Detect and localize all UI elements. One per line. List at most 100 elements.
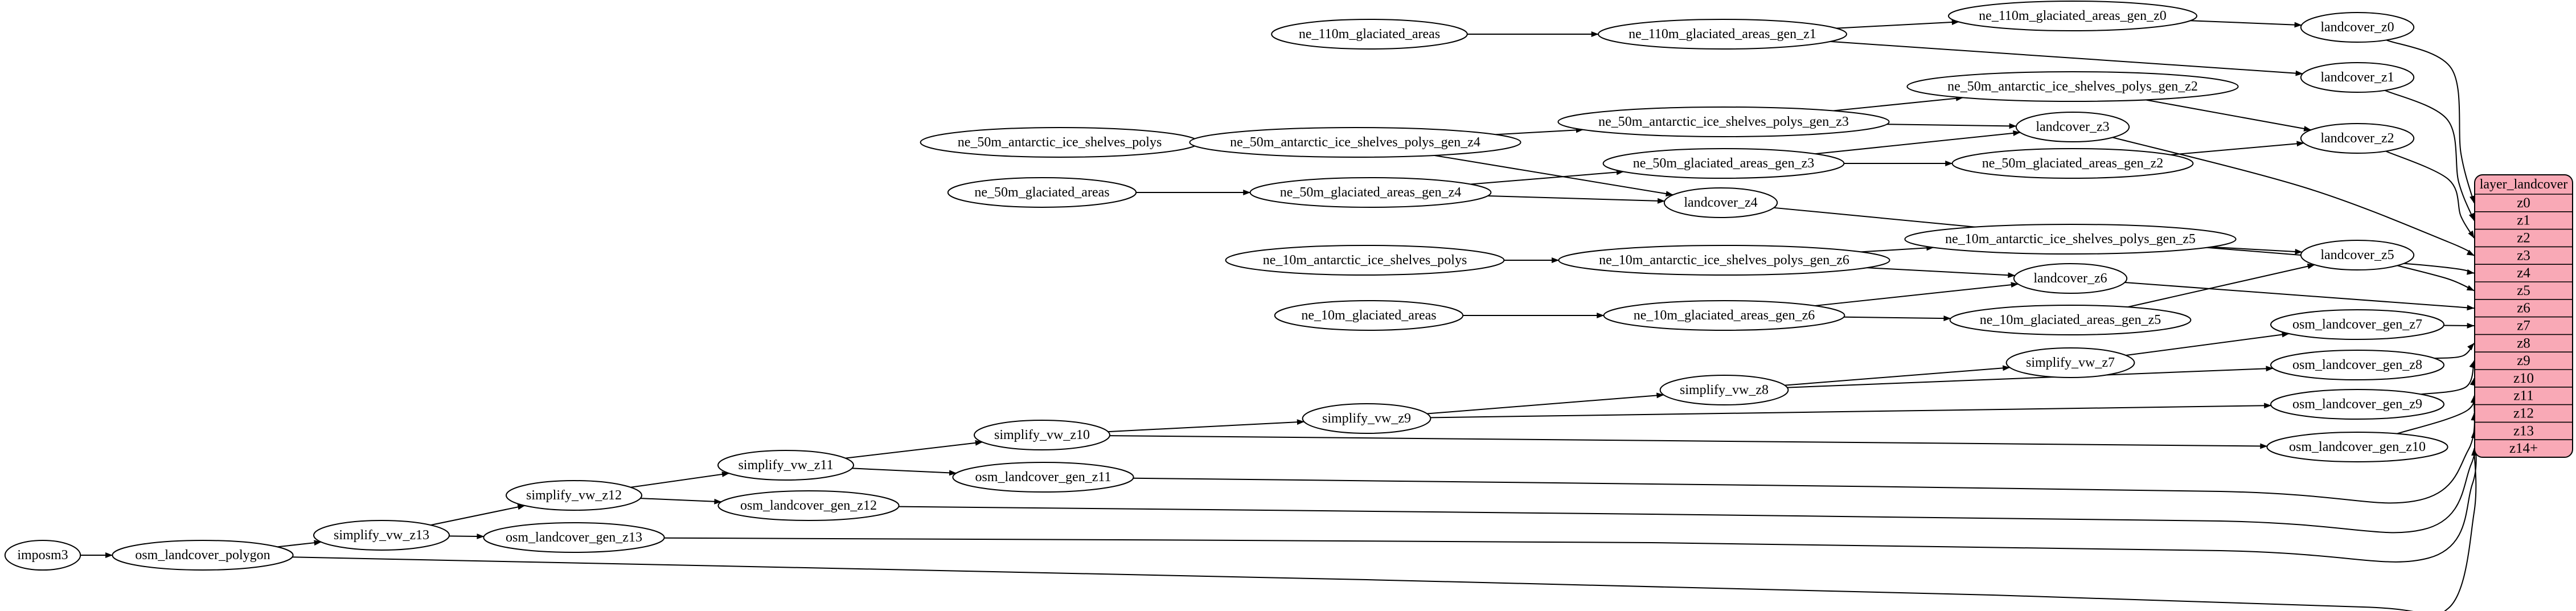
table-row-z3: z3 <box>2517 248 2530 263</box>
node-label-ne_110m_glaciated_areas_gen_z0: ne_110m_glaciated_areas_gen_z0 <box>1979 9 2167 23</box>
node-label-landcover_z1: landcover_z1 <box>2320 70 2394 85</box>
edge-ne_10m_antarctic_ice_shelves_polys_gen_z5-to-landcover_z5 <box>2210 246 2303 255</box>
node-simplify_vw_z7: simplify_vw_z7 <box>2005 347 2135 378</box>
node-ne_50m_glaciated_areas_gen_z3: ne_50m_glaciated_areas_gen_z3 <box>1602 148 1845 179</box>
node-landcover_z5: landcover_z5 <box>2300 240 2415 270</box>
table-row-z0: z0 <box>2517 195 2530 211</box>
edge-ne_50m_glaciated_areas_gen_z3-to-landcover_z3 <box>1815 130 2021 155</box>
node-label-simplify_vw_z12: simplify_vw_z12 <box>526 488 622 503</box>
node-label-landcover_z3: landcover_z3 <box>2036 120 2109 134</box>
node-simplify_vw_z9: simplify_vw_z9 <box>1302 403 1431 434</box>
node-label-simplify_vw_z8: simplify_vw_z8 <box>1680 383 1769 397</box>
edge-simplify_vw_z12-to-osm_landcover_gen_z12 <box>640 498 722 505</box>
node-ellipse-osm_landcover_gen_z10 <box>2266 432 2448 462</box>
edge-osm_landcover_gen_z9-to-layer_landcover:z9 <box>2421 360 2475 395</box>
node-ellipse-landcover_z1 <box>2300 62 2415 93</box>
node-ellipse-simplify_vw_z7 <box>2005 347 2135 378</box>
edge-ne_50m_antarctic_ice_shelves_polys_gen_z3-to-ne_50m_antarctic_ice_shelves_polys_gen_z2 <box>1833 95 1964 112</box>
node-ellipse-ne_50m_glaciated_areas_gen_z3 <box>1602 148 1845 179</box>
table-row-z4: z4 <box>2517 265 2530 281</box>
edge-ne_50m_antarctic_ice_shelves_polys_gen_z4-to-landcover_z4 <box>1434 154 1673 197</box>
node-label-ne_10m_antarctic_ice_shelves_polys_gen_z6: ne_10m_antarctic_ice_shelves_polys_gen_z… <box>1599 253 1849 268</box>
edge-ne_10m_glaciated_areas_gen_z6-to-ne_10m_glaciated_areas_gen_z5 <box>1844 315 1951 322</box>
node-ne_50m_antarctic_ice_shelves_polys_gen_z3: ne_50m_antarctic_ice_shelves_polys_gen_z… <box>1557 106 1890 137</box>
node-osm_landcover_gen_z7: osm_landcover_gen_z7 <box>2270 309 2444 340</box>
node-ellipse-osm_landcover_gen_z9 <box>2270 389 2444 420</box>
edge-ne_50m_glaciated_areas_gen_z2-to-landcover_z2 <box>2170 141 2304 155</box>
node-ne_50m_antarctic_ice_shelves_polys: ne_50m_antarctic_ice_shelves_polys <box>920 127 1200 158</box>
edge-landcover_z0-to-layer_landcover:z0 <box>2386 39 2475 204</box>
table-row-z5: z5 <box>2517 283 2530 298</box>
node-ellipse-ne_10m_glaciated_areas_gen_z5 <box>1949 305 2192 335</box>
node-simplify_vw_z10: simplify_vw_z10 <box>974 420 1110 450</box>
node-ne_50m_antarctic_ice_shelves_polys_gen_z4: ne_50m_antarctic_ice_shelves_polys_gen_z… <box>1189 127 1521 158</box>
node-label-ne_10m_antarctic_ice_shelves_polys: ne_10m_antarctic_ice_shelves_polys <box>1263 253 1467 268</box>
node-label-simplify_vw_z9: simplify_vw_z9 <box>1322 411 1411 426</box>
node-ne_50m_glaciated_areas_gen_z2: ne_50m_glaciated_areas_gen_z2 <box>1951 148 2194 179</box>
edge-ne_10m_antarctic_ice_shelves_polys_gen_z6-to-ne_10m_antarctic_ice_shelves_polys_gen_z5 <box>1861 245 1934 253</box>
node-ellipse-simplify_vw_z10 <box>974 420 1110 450</box>
node-label-osm_landcover_gen_z13: osm_landcover_gen_z13 <box>506 530 642 545</box>
edge-osm_landcover_gen_z13-to-layer_landcover:z13 <box>664 430 2477 563</box>
node-ellipse-simplify_vw_z13 <box>313 520 450 551</box>
table-row-z11: z11 <box>2513 388 2533 404</box>
edge-ne_110m_glaciated_areas_gen_z1-to-ne_110m_glaciated_areas_gen_z0 <box>1836 19 1959 29</box>
table-title: layer_landcover <box>2480 177 2568 192</box>
node-ne_10m_glaciated_areas: ne_10m_glaciated_areas <box>1274 300 1464 331</box>
edge-ne_50m_antarctic_ice_shelves_polys_gen_z4-to-ne_50m_antarctic_ice_shelves_polys_gen_z3 <box>1495 127 1584 136</box>
node-ne_10m_glaciated_areas_gen_z6: ne_10m_glaciated_areas_gen_z6 <box>1603 300 1845 331</box>
edge-landcover_z1-to-layer_landcover:z1 <box>2385 89 2475 221</box>
node-osm_landcover_gen_z8: osm_landcover_gen_z8 <box>2270 350 2444 380</box>
node-ne_50m_glaciated_areas: ne_50m_glaciated_areas <box>947 177 1137 208</box>
node-label-simplify_vw_z11: simplify_vw_z11 <box>738 458 833 473</box>
table-row-z12: z12 <box>2513 406 2534 421</box>
node-ne_110m_glaciated_areas: ne_110m_glaciated_areas <box>1271 19 1468 50</box>
node-label-simplify_vw_z13: simplify_vw_z13 <box>334 528 429 543</box>
node-ellipse-ne_50m_glaciated_areas_gen_z2 <box>1951 148 2194 179</box>
node-label-osm_landcover_gen_z7: osm_landcover_gen_z7 <box>2292 317 2422 332</box>
node-label-ne_110m_glaciated_areas: ne_110m_glaciated_areas <box>1299 27 1440 42</box>
node-label-ne_50m_glaciated_areas_gen_z4: ne_50m_glaciated_areas_gen_z4 <box>1280 185 1462 200</box>
node-landcover_z3: landcover_z3 <box>2015 112 2130 142</box>
edge-ne_50m_antarctic_ice_shelves_polys_gen_z2-to-landcover_z2 <box>2146 99 2312 132</box>
node-ellipse-ne_50m_antarctic_ice_shelves_polys_gen_z2 <box>1906 71 2239 102</box>
node-ellipse-osm_landcover_gen_z8 <box>2270 350 2444 380</box>
table-row-z1: z1 <box>2517 213 2530 228</box>
table-row-z6: z6 <box>2517 301 2530 316</box>
node-label-ne_10m_glaciated_areas_gen_z5: ne_10m_glaciated_areas_gen_z5 <box>1980 313 2161 327</box>
node-ellipse-ne_50m_glaciated_areas_gen_z4 <box>1249 177 1492 208</box>
node-ellipse-osm_landcover_gen_z12 <box>717 490 900 521</box>
node-ne_10m_antarctic_ice_shelves_polys_gen_z5: ne_10m_antarctic_ice_shelves_polys_gen_z… <box>1904 224 2237 255</box>
node-ellipse-simplify_vw_z12 <box>506 480 642 511</box>
edge-ne_110m_glaciated_areas_gen_z1-to-landcover_z1 <box>1830 40 2303 76</box>
node-ellipse-osm_landcover_gen_z7 <box>2270 309 2444 340</box>
edge-simplify_vw_z8-to-simplify_vw_z7 <box>1785 365 2011 386</box>
node-ellipse-ne_50m_antarctic_ice_shelves_polys_gen_z3 <box>1557 106 1890 137</box>
node-landcover_z0: landcover_z0 <box>2300 12 2415 43</box>
node-ellipse-landcover_z5 <box>2300 240 2415 270</box>
node-ellipse-ne_10m_glaciated_areas <box>1274 300 1464 331</box>
table-row-z10: z10 <box>2513 371 2534 386</box>
node-ne_110m_glaciated_areas_gen_z1: ne_110m_glaciated_areas_gen_z1 <box>1598 19 1847 50</box>
layer-landcover-table: layer_landcoverz0z1z2z3z4z5z6z7z8z9z10z1… <box>2474 174 2573 458</box>
edge-simplify_vw_z7-to-osm_landcover_gen_z7 <box>2126 331 2290 356</box>
table-row-z14+: z14+ <box>2509 441 2538 456</box>
node-imposm3: imposm3 <box>4 540 81 571</box>
node-osm_landcover_gen_z13: osm_landcover_gen_z13 <box>483 522 665 553</box>
node-landcover_z2: landcover_z2 <box>2300 123 2415 154</box>
node-ellipse-ne_10m_antarctic_ice_shelves_polys_gen_z6 <box>1558 245 1890 276</box>
node-label-ne_50m_glaciated_areas_gen_z2: ne_50m_glaciated_areas_gen_z2 <box>1982 156 2164 171</box>
edge-osm_landcover_gen_z8-to-layer_landcover:z8 <box>2434 343 2475 359</box>
node-landcover_z6: landcover_z6 <box>2013 263 2128 294</box>
node-ellipse-ne_10m_antarctic_ice_shelves_polys_gen_z5 <box>1904 224 2237 255</box>
edge-osm_landcover_gen_z7-to-layer_landcover:z7 <box>2443 322 2475 329</box>
node-label-ne_50m_antarctic_ice_shelves_polys_gen_z4: ne_50m_antarctic_ice_shelves_polys_gen_z… <box>1230 135 1480 150</box>
node-ellipse-ne_110m_glaciated_areas_gen_z1 <box>1598 19 1847 50</box>
node-ne_10m_glaciated_areas_gen_z5: ne_10m_glaciated_areas_gen_z5 <box>1949 305 2192 335</box>
edge-simplify_vw_z11-to-osm_landcover_gen_z11 <box>852 468 957 476</box>
node-ellipse-ne_50m_glaciated_areas <box>947 177 1137 208</box>
node-ellipse-ne_50m_antarctic_ice_shelves_polys_gen_z4 <box>1189 127 1521 158</box>
node-label-simplify_vw_z10: simplify_vw_z10 <box>994 428 1090 442</box>
